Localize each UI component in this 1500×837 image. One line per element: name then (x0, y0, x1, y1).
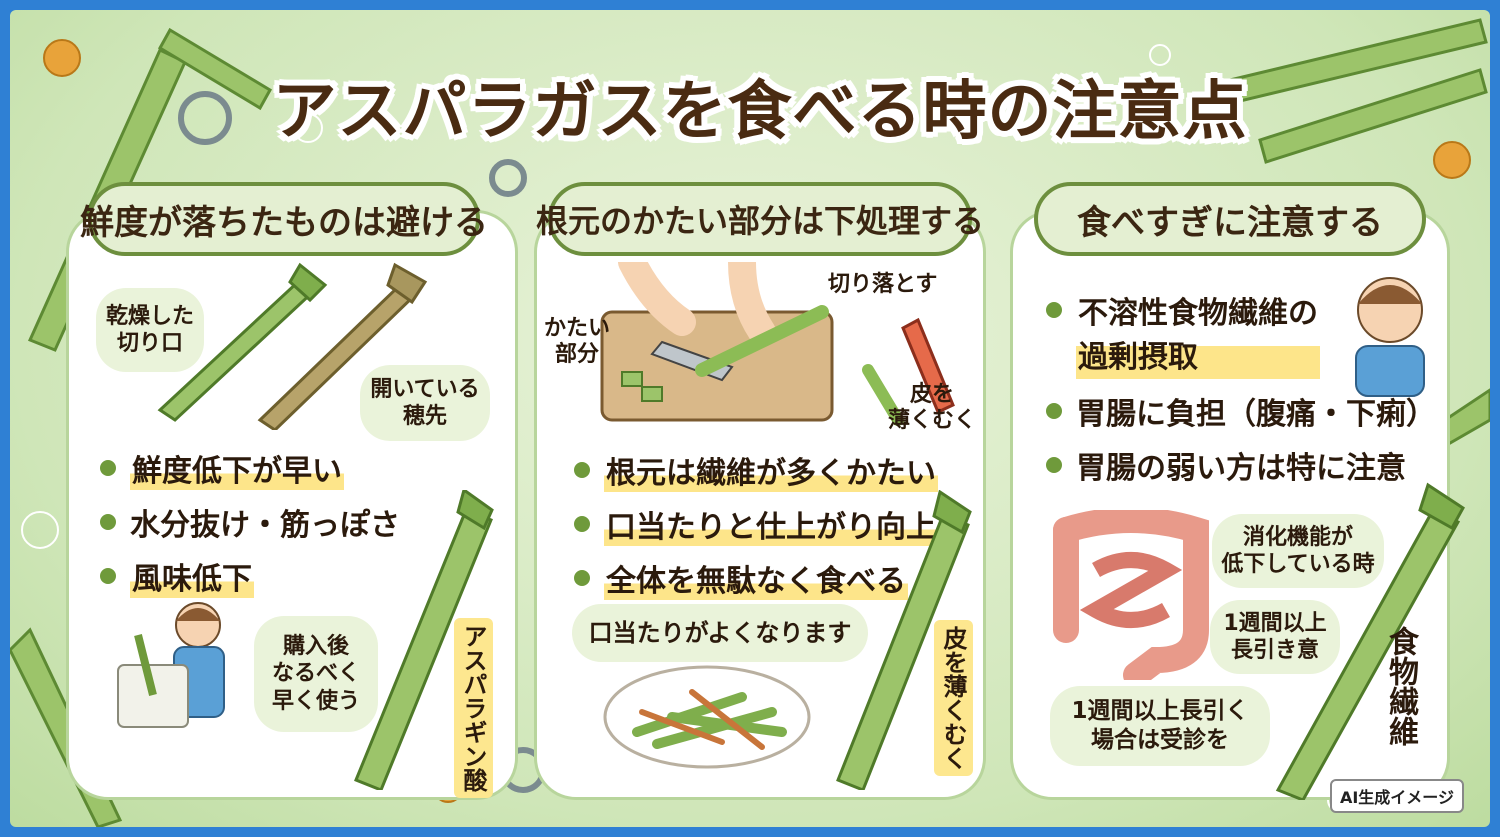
asparagus-illustration (836, 490, 972, 790)
peeler-icon (862, 317, 955, 426)
peel-label: 皮を 薄くむく (888, 382, 977, 434)
see-doctor-bubble: 1週間以上長引く 場合は受診を (1050, 686, 1270, 766)
asparagus-deco (1258, 68, 1488, 164)
cut-off-label: 切り落とす (828, 272, 938, 297)
use-soon-bubble: 購入後 なるべく 早く使う (254, 616, 378, 732)
digestion-bubble: 消化機能が 低下している時 (1212, 514, 1384, 588)
bullet-item: 根元は繊維が多くかたい (574, 448, 938, 492)
infographic-canvas: アスパラガスを食べる時の注意点 鮮度が落ちたものは避ける 乾燥した 切り口 開い… (10, 10, 1490, 827)
open-tip-label: 開いている 穂先 (360, 365, 490, 441)
sick-person-illustration (1355, 277, 1425, 397)
panel-freshness-bullets: 鮮度低下が早い 水分抜け・筋っぽさ 風味低下 (100, 446, 400, 608)
page-title: アスパラガスを食べる時の注意点 (272, 75, 1248, 149)
bullet-item: 不溶性食物繊維の 過剰摂取 (1046, 292, 1436, 379)
title-area: アスパラガスを食べる時の注意点 (273, 58, 1247, 154)
bullet-item: 胃腸に負担（腹痛・下痢） (1046, 389, 1436, 433)
asparagus-deco (1228, 18, 1488, 104)
mouthfeel-bubble: 口当たりがよくなります (572, 604, 868, 662)
gear-icon (489, 159, 527, 197)
hard-part-label: かたい 部分 (544, 316, 611, 368)
week-bubble: 1週間以上 長引き意 (1210, 600, 1340, 674)
dish-illustration (603, 665, 811, 769)
vertical-label-peel: 皮を薄くむく (934, 620, 973, 776)
bullet-item: 水分抜け・筋っぽさ (100, 500, 400, 544)
panel-freshness-heading: 鮮度が落ちたものは避ける (80, 182, 488, 256)
gear-icon (43, 39, 81, 77)
shopper-illustration (117, 602, 225, 728)
dry-cut-label: 乾燥した 切り口 (96, 288, 204, 372)
panel-overeating-bullets: 不溶性食物繊維の 過剰摂取 胃腸に負担（腹痛・下痢） 胃腸の弱い方は特に注意 (1046, 292, 1436, 497)
vertical-label-aspartic: アスパラギン酸 (454, 618, 493, 798)
panel-preparation-bullets: 根元は繊維が多くかたい 口当たりと仕上がり向上 全体を無駄なく食べる (574, 448, 938, 610)
bullet-item: 全体を無駄なく食べる (574, 556, 938, 600)
bullet-item: 胃腸の弱い方は特に注意 (1046, 443, 1436, 487)
bullet-item: 鮮度低下が早い (100, 446, 400, 490)
asparagus-illustration (354, 490, 494, 790)
intestine-illustration (1053, 510, 1209, 680)
vertical-label-fiber: 食物繊維 (1383, 626, 1418, 746)
asparagus-illustration (1275, 482, 1465, 800)
ai-generated-badge: AI生成イメージ (1329, 779, 1464, 813)
bullet-item: 口当たりと仕上がり向上 (574, 502, 938, 546)
gear-icon (178, 91, 232, 145)
cutting-board-illustration (600, 262, 834, 422)
panel-preparation-heading: 根元のかたい部分は下処理する (536, 182, 984, 256)
gear-icon (1433, 141, 1471, 179)
bullet-item: 風味低下 (100, 554, 400, 598)
asparagus-deco (157, 27, 273, 111)
panel-overeating-heading: 食べすぎに注意する (1034, 182, 1426, 256)
asparagus-illustration (157, 262, 428, 430)
